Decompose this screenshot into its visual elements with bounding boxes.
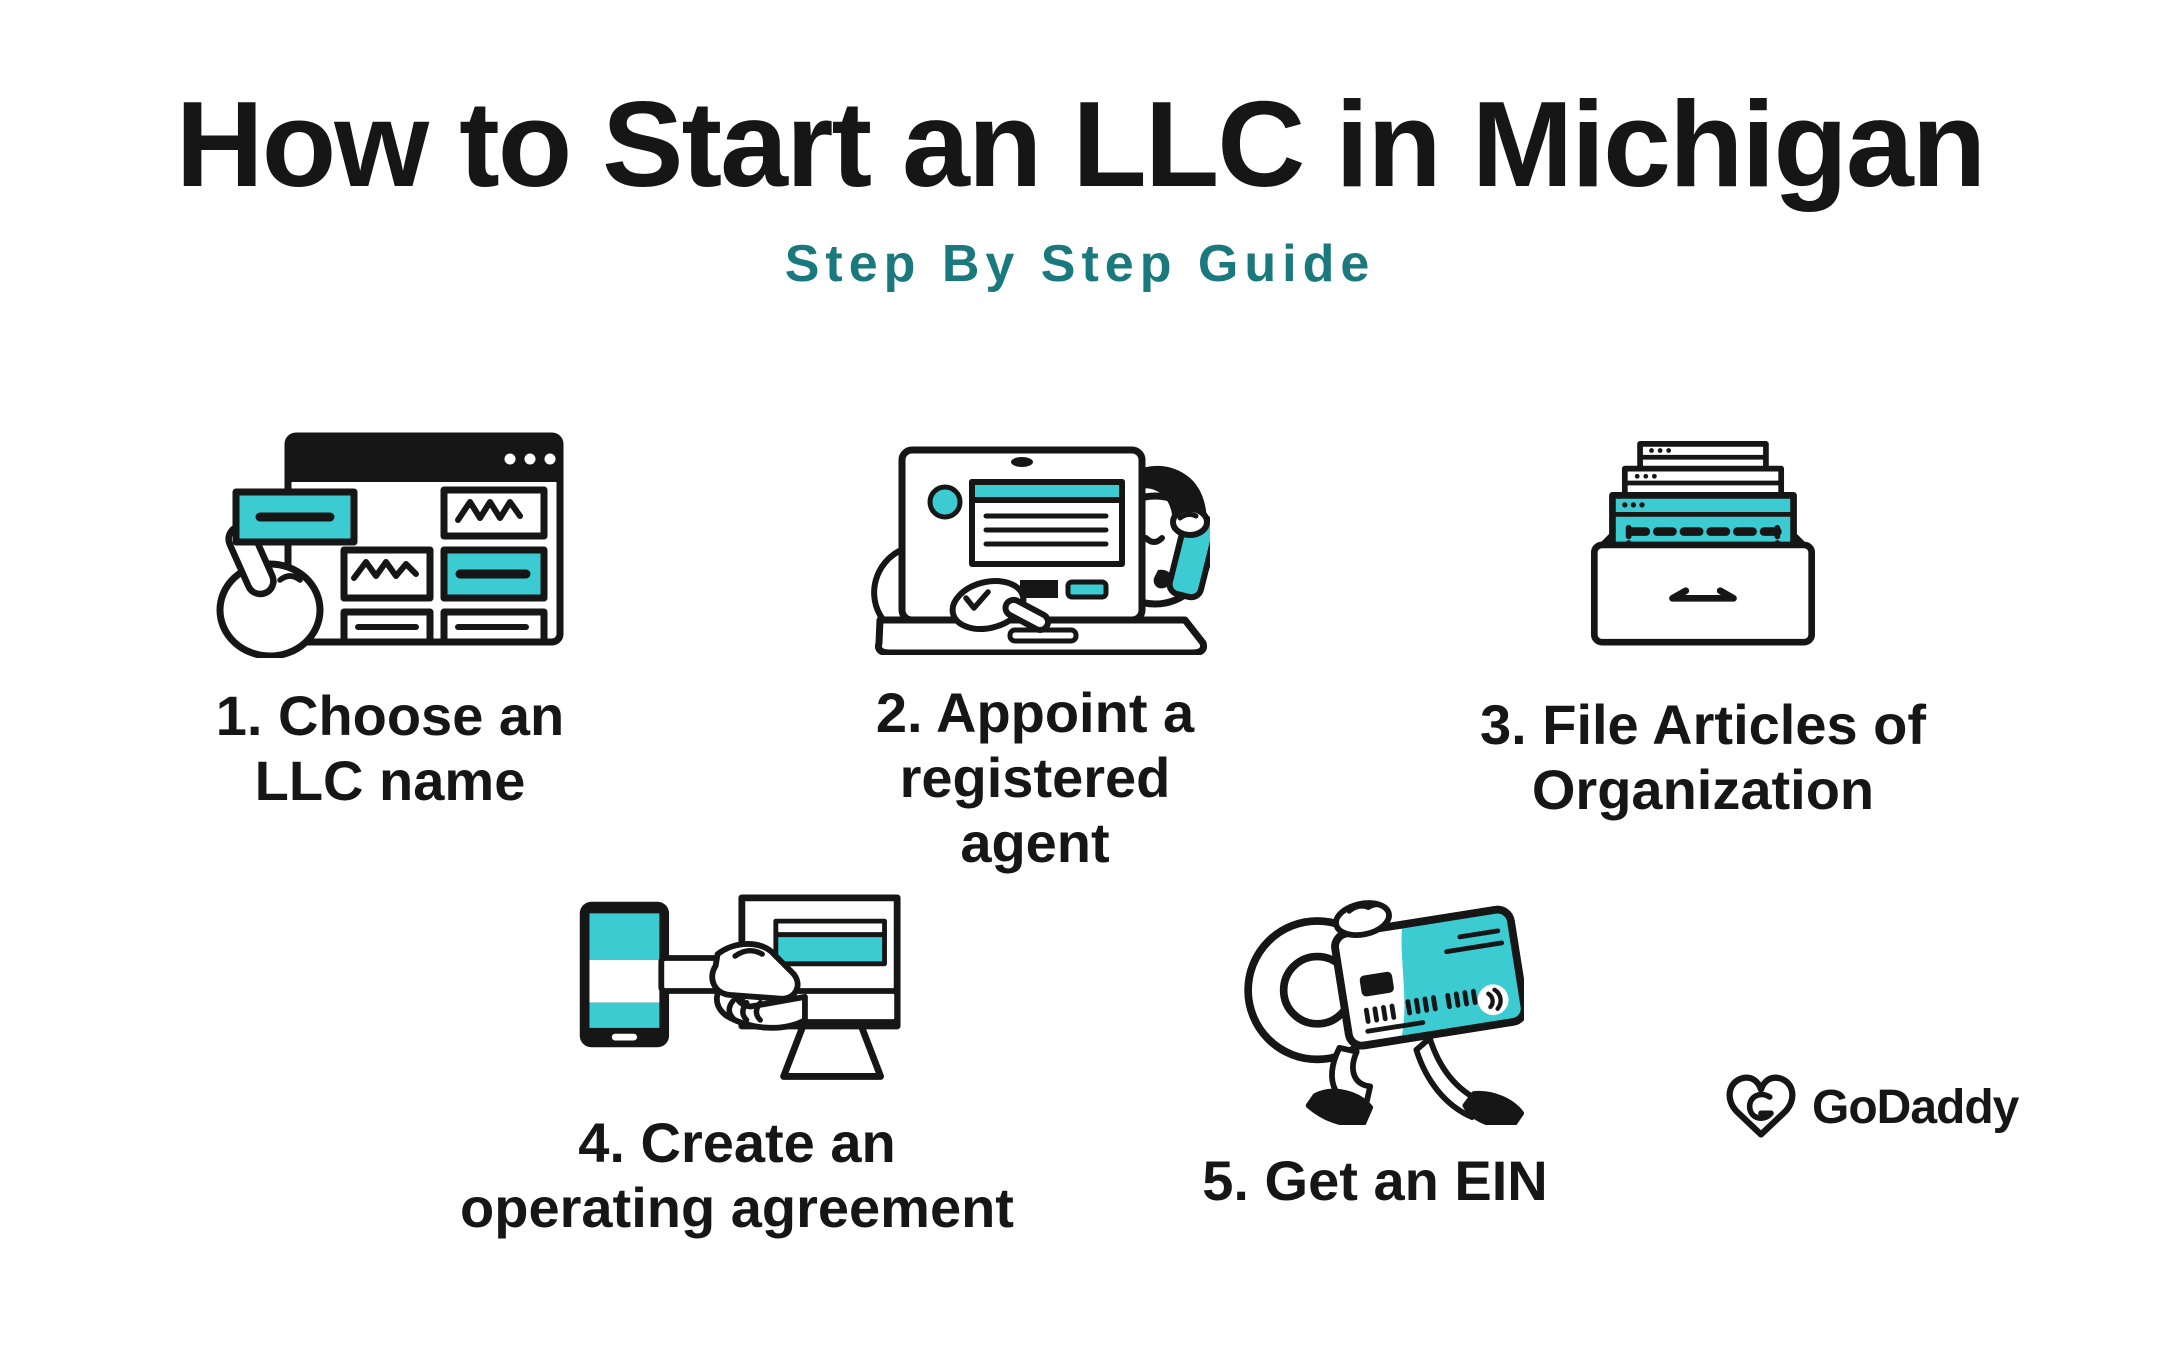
tablet-monitor-handshake-icon bbox=[579, 894, 901, 1080]
step-4-label: 4. Create an operating agreement bbox=[460, 1111, 1014, 1239]
file-drawer-documents-icon bbox=[1590, 441, 1816, 646]
person-phone-laptop-icon bbox=[871, 446, 1210, 655]
step-2-label: 2. Appoint a registered agent bbox=[875, 681, 1195, 874]
step-5-label: 5. Get an EIN bbox=[1202, 1149, 1548, 1212]
step-5: 5. Get an EIN bbox=[1165, 865, 1585, 1214]
step-2: 2. Appoint a registered agent bbox=[855, 440, 1215, 876]
step-4: 4. Create an operating agreement bbox=[452, 892, 1022, 1241]
step-3: 3. File Articles of Organization bbox=[1453, 436, 1953, 823]
godaddy-logo: GoDaddy bbox=[1722, 1072, 2019, 1142]
header: How to Start an LLC in Michigan Step By … bbox=[0, 80, 2160, 294]
walking-credit-card-icon bbox=[1244, 900, 1524, 1125]
page-subtitle: Step By Step Guide bbox=[784, 235, 1376, 294]
pointing-hand-browser-icon bbox=[216, 432, 564, 658]
step-1-label: 1. Choose an LLC name bbox=[215, 684, 565, 812]
step-3-label: 3. File Articles of Organization bbox=[1479, 693, 1927, 821]
godaddy-logo-text: GoDaddy bbox=[1812, 1080, 2019, 1134]
page-title: How to Start an LLC in Michigan bbox=[175, 76, 1987, 212]
godaddy-heart-icon bbox=[1726, 1074, 1796, 1138]
step-1: 1. Choose an LLC name bbox=[175, 428, 605, 814]
